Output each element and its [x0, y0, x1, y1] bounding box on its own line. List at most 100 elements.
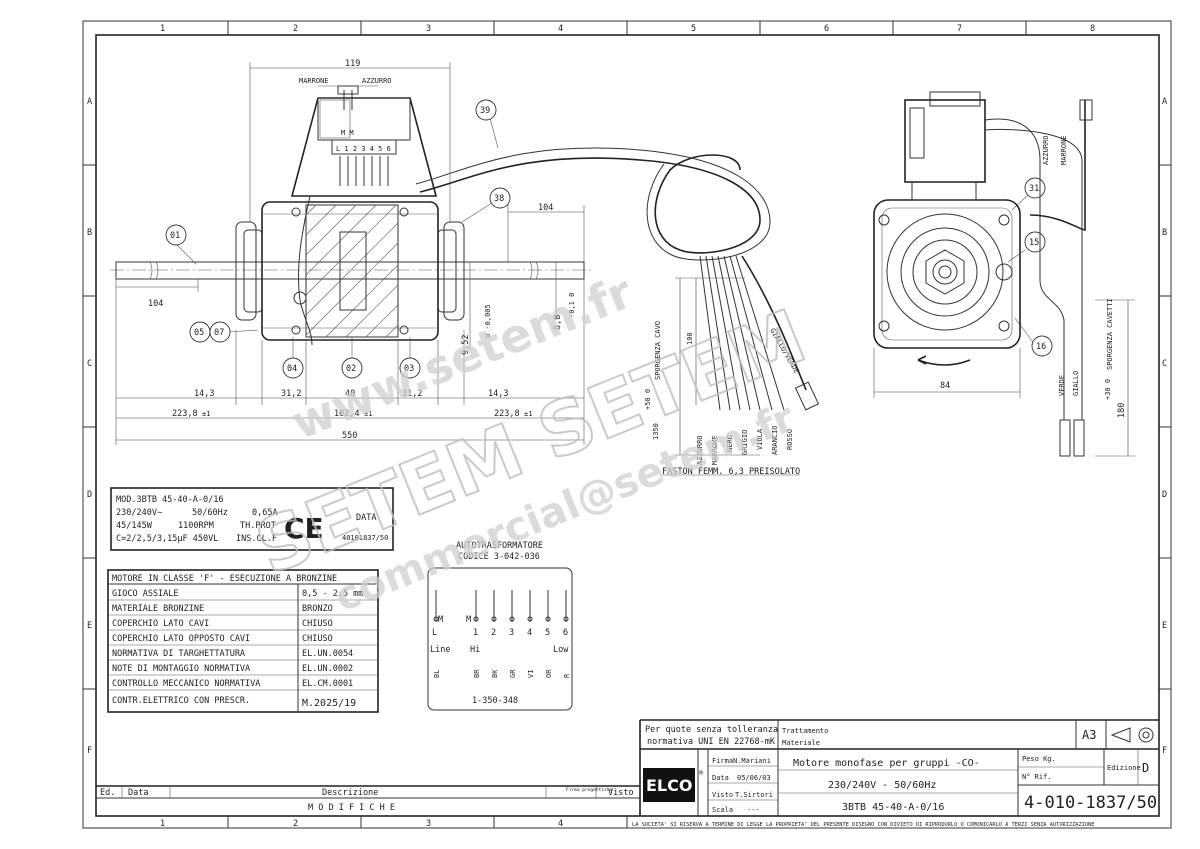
at-color-or: OR — [545, 669, 553, 678]
at-term-5: 5 — [545, 628, 550, 638]
spec-val-6: EL.CM.0001 — [302, 679, 353, 689]
dim-9-52-tol: 0 -0,005 — [484, 304, 492, 338]
tol-note-2: normativa UNI EN 22768-mK — [647, 737, 776, 747]
grid-col-2-bottom: 2 — [293, 819, 298, 829]
dim-180-tol: +30 0 — [1104, 379, 1112, 400]
dim-119: 119 — [345, 59, 360, 69]
autotransformer-code: CODICE 3-042-036 — [458, 552, 540, 562]
nameplate-voltage: 230/240V∼ — [116, 508, 162, 518]
grid-row-b-right: B — [1162, 228, 1167, 238]
wire-label-azzurro: AZZURRO — [696, 435, 704, 465]
at-low: Low — [553, 645, 569, 655]
grid-column-labels: 1 2 3 4 5 6 7 8 1 2 3 4 — [160, 24, 1095, 829]
dim-8-8: 8,8 — [553, 315, 563, 330]
rev-data-label: Data — [128, 788, 148, 798]
grid-row-a: A — [87, 97, 92, 107]
balloon-03: 03 — [404, 364, 414, 374]
at-term-2: 2 — [491, 628, 496, 638]
spec-val-0: 0,5 - 2,5 mm — [302, 589, 363, 599]
edizione-label: Edizione — [1107, 764, 1141, 772]
nameplate-current: 0,65A — [252, 508, 278, 518]
spec-val-1: BRONZO — [302, 604, 333, 614]
tol-note-1: Per quote senza tolleranza — [645, 725, 778, 735]
grid-col-2: 2 — [293, 24, 298, 34]
rev-firma-label: Firma progettista — [566, 787, 612, 793]
spec-val-7: M.2025/19 — [302, 698, 356, 709]
peso-label: Peso Kg. — [1022, 755, 1056, 763]
at-top-m-2: M — [466, 615, 471, 625]
motor-side-view — [110, 85, 592, 346]
drawing-title-2: 230/240V - 50/60Hz — [828, 780, 936, 791]
at-color-gr: GR — [509, 669, 517, 678]
wire-label-viola: VIOLA — [756, 428, 764, 450]
balloon-01: 01 — [170, 231, 180, 241]
grid-col-1: 1 — [160, 24, 165, 34]
dim-40: 40 — [345, 389, 355, 399]
scala-value: --- — [747, 806, 760, 814]
grid-row-a-right: A — [1162, 97, 1167, 107]
grid-row-d-right: D — [1162, 490, 1167, 500]
at-color-bk: BK — [491, 669, 499, 678]
nameplate-insulation: INS.CL.F — [236, 534, 277, 544]
nameplate-frequency: 50/60Hz — [192, 508, 228, 518]
footer-ownership-note: LA SOCIETA' SI RISERVA A TERMINE DI LEGG… — [632, 822, 1094, 828]
dim-100: 100 — [686, 332, 694, 345]
side-view-dimensions — [115, 62, 585, 445]
dim-180: 180 — [1117, 403, 1127, 418]
at-color-br: BR — [473, 669, 481, 678]
dim-14-3-left: 14,3 — [194, 389, 214, 399]
grid-col-1-bottom: 1 — [160, 819, 165, 829]
label-terminals: L 1 2 3 4 5 6 — [336, 145, 391, 153]
nameplate-code: 40101837/50 — [342, 534, 388, 542]
at-hi: Hi — [470, 645, 480, 655]
label-front-azzurro: AZZURRO — [1042, 135, 1050, 165]
wire-label-arancio: ARANCIO — [771, 425, 779, 455]
balloon-31: 31 — [1029, 184, 1039, 194]
rev-visto-label: Visto — [608, 788, 634, 798]
balloon-16: 16 — [1036, 342, 1046, 352]
label-front-marrone: MARRONE — [1060, 135, 1068, 165]
dim-550: 550 — [342, 431, 357, 441]
grid-row-e: E — [87, 621, 92, 631]
label-faston: FASTON FEMM. 6,3 PREISOLATO — [662, 467, 800, 477]
grid-col-6: 6 — [824, 24, 829, 34]
ce-mark: CE — [284, 512, 324, 545]
drawing-number: 4-010-1837/50 — [1024, 793, 1157, 813]
dim-84: 84 — [940, 381, 950, 391]
balloon-02: 02 — [346, 364, 356, 374]
firma-label: Firma — [712, 757, 733, 765]
wire-label-rosso: ROSSO — [786, 429, 794, 450]
title-block: Per quote senza tolleranza normativa UNI… — [639, 719, 1159, 816]
label-front-verde: VERDE — [1058, 375, 1066, 396]
at-term-1: 1 — [473, 628, 478, 638]
at-term-l: L — [432, 628, 437, 638]
nameplate-power: 45/145W — [116, 521, 153, 531]
nameplate: MOD.3BTB 45-40-A-0/16 230/240V∼ 50/60Hz … — [110, 487, 394, 551]
label-sporgenza-cavo: SPORGENZA CAVO — [654, 321, 662, 380]
spec-key-4: NORMATIVA DI TARGHETTATURA — [112, 649, 245, 659]
grid-col-5: 5 — [691, 24, 696, 34]
spec-val-2: CHIUSO — [302, 619, 333, 629]
spec-key-2: COPERCHIO LATO CAVI — [112, 619, 209, 629]
grid-row-b: B — [87, 228, 92, 238]
edizione-value: D — [1142, 761, 1149, 775]
dim-14-3-right: 14,3 — [488, 389, 508, 399]
materiale-label: Materiale — [782, 739, 820, 747]
rev-ed-label: Ed. — [100, 788, 115, 798]
dim-tol-2: ±1 — [364, 410, 372, 418]
at-color-r: R — [563, 673, 571, 678]
rev-modifiche: M O D I F I C H E — [308, 803, 395, 813]
dim-102-4: 102,4 — [334, 409, 360, 419]
sheet-border — [82, 20, 1172, 829]
nameplate-data-label: DATA — [356, 513, 376, 523]
balloon-04: 04 — [287, 364, 297, 374]
label-azzurro: AZZURRO — [362, 77, 392, 85]
at-color-bl: BL — [433, 670, 441, 678]
nrif-label: N° Rif. — [1022, 773, 1052, 781]
grid-col-7: 7 — [957, 24, 962, 34]
balloon-07: 07 — [214, 328, 224, 338]
grid-row-e-right: E — [1162, 621, 1167, 631]
balloon-15: 15 — [1029, 238, 1039, 248]
dim-31-2-left: 31,2 — [281, 389, 301, 399]
balloon-05: 05 — [194, 328, 204, 338]
